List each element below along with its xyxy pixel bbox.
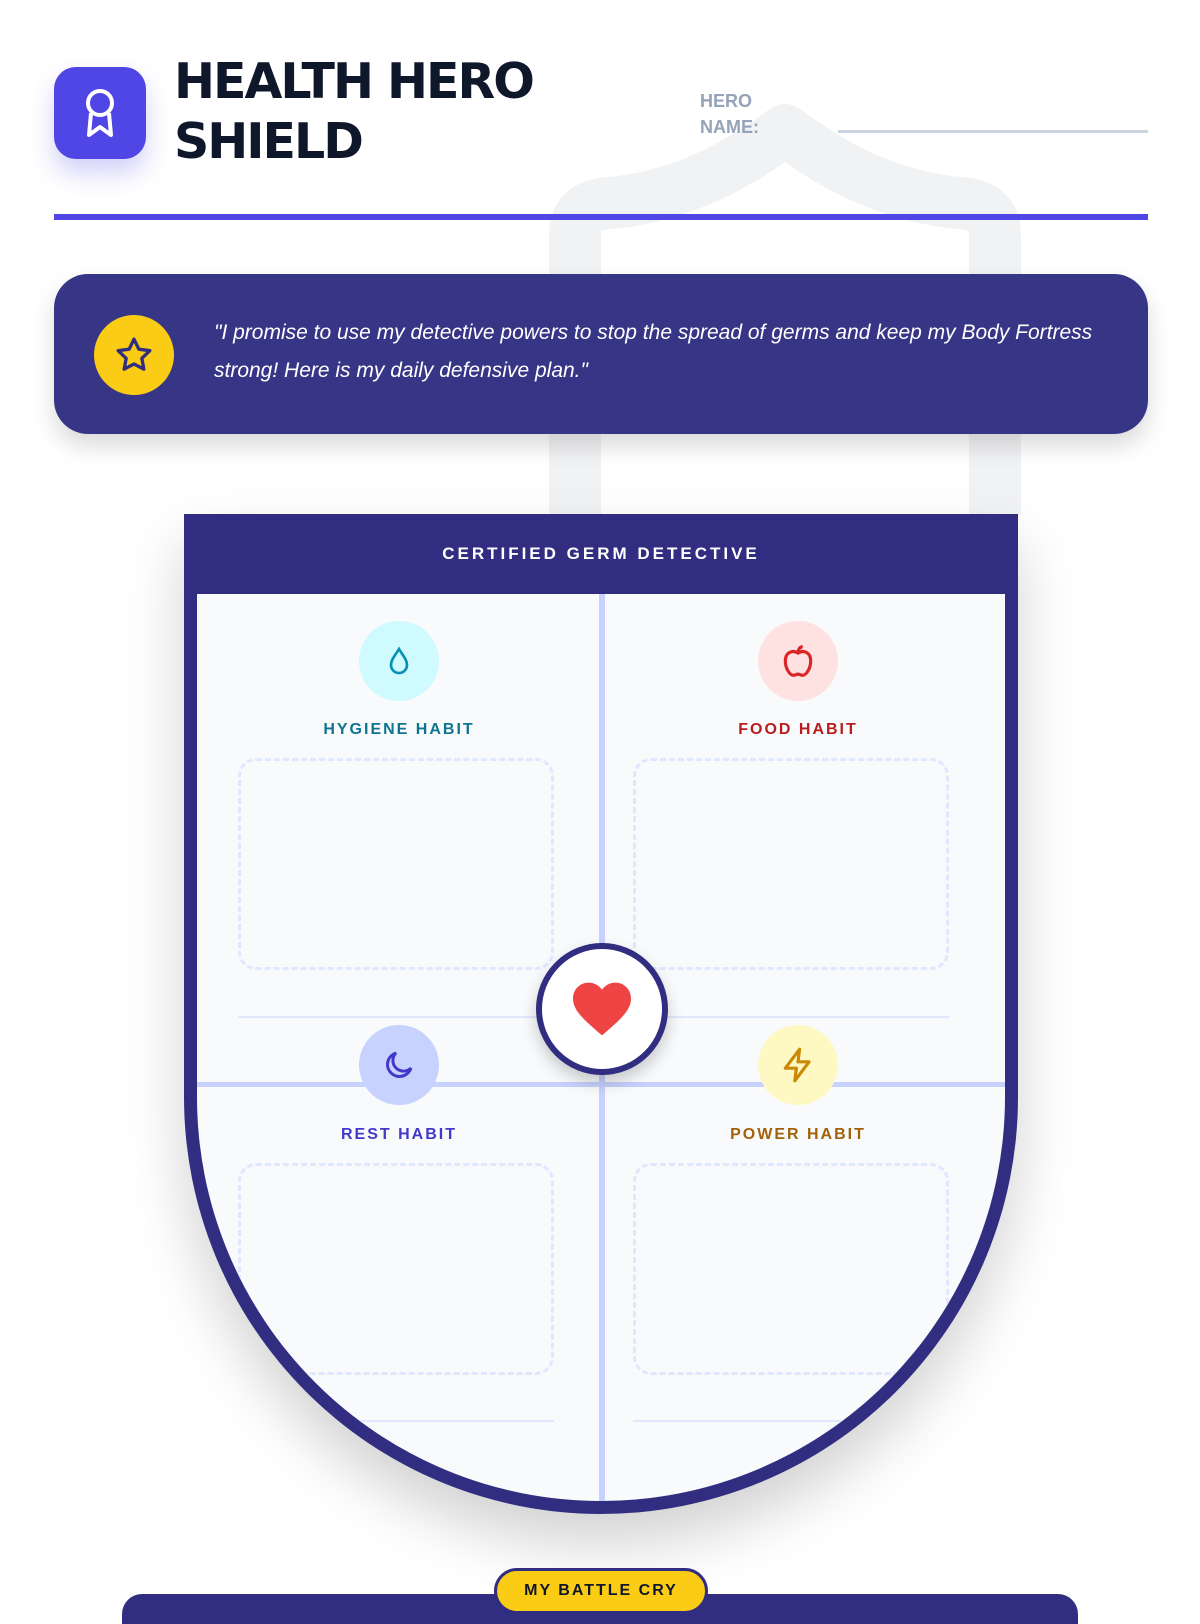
hygiene-writing-line <box>238 1016 554 1018</box>
title-line-2: SHIELD <box>174 113 364 170</box>
horizontal-divider <box>197 1082 1005 1087</box>
star-icon <box>94 315 174 395</box>
battle-cry-badge: MY BATTLE CRY <box>494 1568 708 1614</box>
hygiene-habit-label: HYGIENE HABIT <box>323 721 475 738</box>
pledge-banner: "I promise to use my detective powers to… <box>54 274 1148 434</box>
header-divider <box>54 214 1148 220</box>
moon-icon <box>359 1025 439 1105</box>
power-writing-line <box>633 1420 949 1422</box>
award-logo-icon <box>54 67 146 159</box>
power-habit-label: POWER HABIT <box>730 1126 866 1143</box>
pledge-text: "I promise to use my detective powers to… <box>214 321 1093 382</box>
hero-name-label-1: HERO <box>700 91 753 111</box>
water-drop-icon <box>359 621 439 701</box>
rest-habit-label: REST HABIT <box>341 1126 457 1143</box>
heart-icon <box>536 943 668 1075</box>
lightning-icon <box>758 1025 838 1105</box>
title-line-1: HEALTH HERO <box>174 53 535 110</box>
hero-name-label: HERO NAME: <box>700 88 759 140</box>
hero-name-label-2: NAME: <box>700 117 759 137</box>
hygiene-habit-input[interactable] <box>238 758 554 970</box>
rest-habit-input[interactable] <box>238 1163 554 1375</box>
food-habit-input[interactable] <box>633 758 949 970</box>
power-habit-input[interactable] <box>633 1163 949 1375</box>
food-writing-line <box>633 1016 949 1018</box>
apple-icon <box>758 621 838 701</box>
rest-writing-line <box>238 1420 554 1422</box>
shield-title: CERTIFIED GERM DETECTIVE <box>197 514 1005 594</box>
food-habit-label: FOOD HABIT <box>738 721 858 738</box>
shield-watermark-icon <box>549 104 1021 515</box>
hero-name-input[interactable] <box>838 130 1148 133</box>
